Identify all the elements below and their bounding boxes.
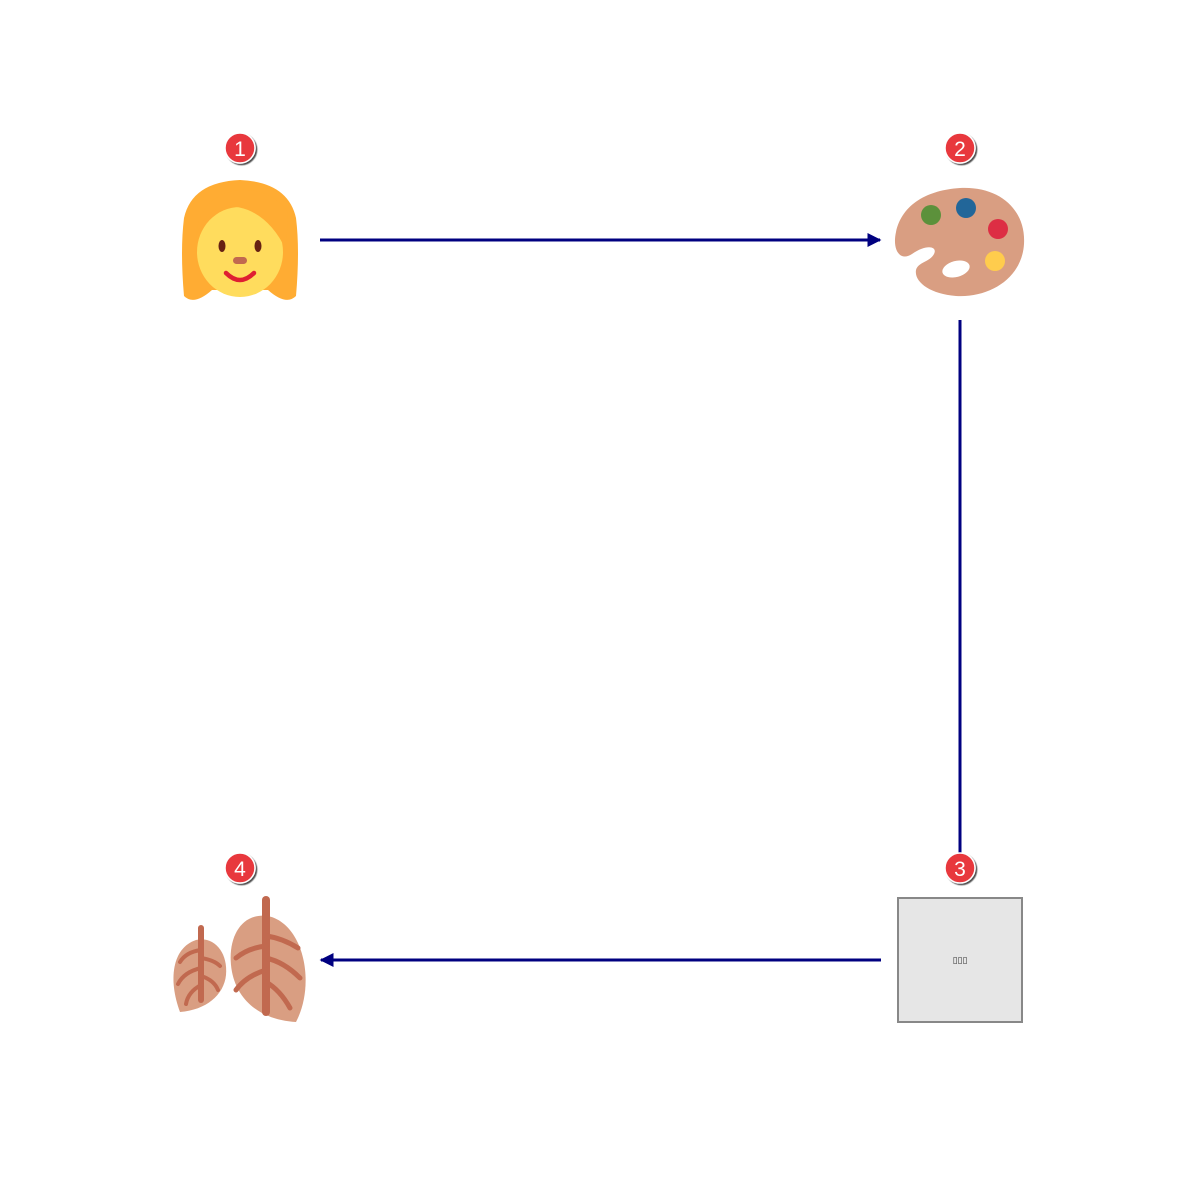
badge-number: 1 [234, 138, 246, 161]
badge-number: 2 [954, 138, 966, 161]
artist-palette-icon [894, 187, 1025, 297]
badge-1: 1 [224, 132, 256, 164]
node-3: ▯▯▯ 3 [897, 852, 1023, 1023]
lungs-icon [173, 896, 306, 1022]
woman-icon [182, 180, 298, 300]
badge-number: 3 [954, 858, 966, 881]
badge-4: 4 [224, 852, 256, 884]
badge-3: 3 [944, 852, 976, 884]
badge-2: 2 [944, 132, 976, 164]
missing-glyph-box: ▯▯▯ [897, 897, 1023, 1023]
node-1: 1 [182, 132, 298, 300]
node-2: 2 [894, 132, 1025, 297]
node-4: 4 [173, 852, 306, 1022]
badge-number: 4 [234, 858, 246, 881]
edges [319, 233, 962, 967]
glyph-placeholder-text: ▯▯▯ [953, 956, 968, 966]
